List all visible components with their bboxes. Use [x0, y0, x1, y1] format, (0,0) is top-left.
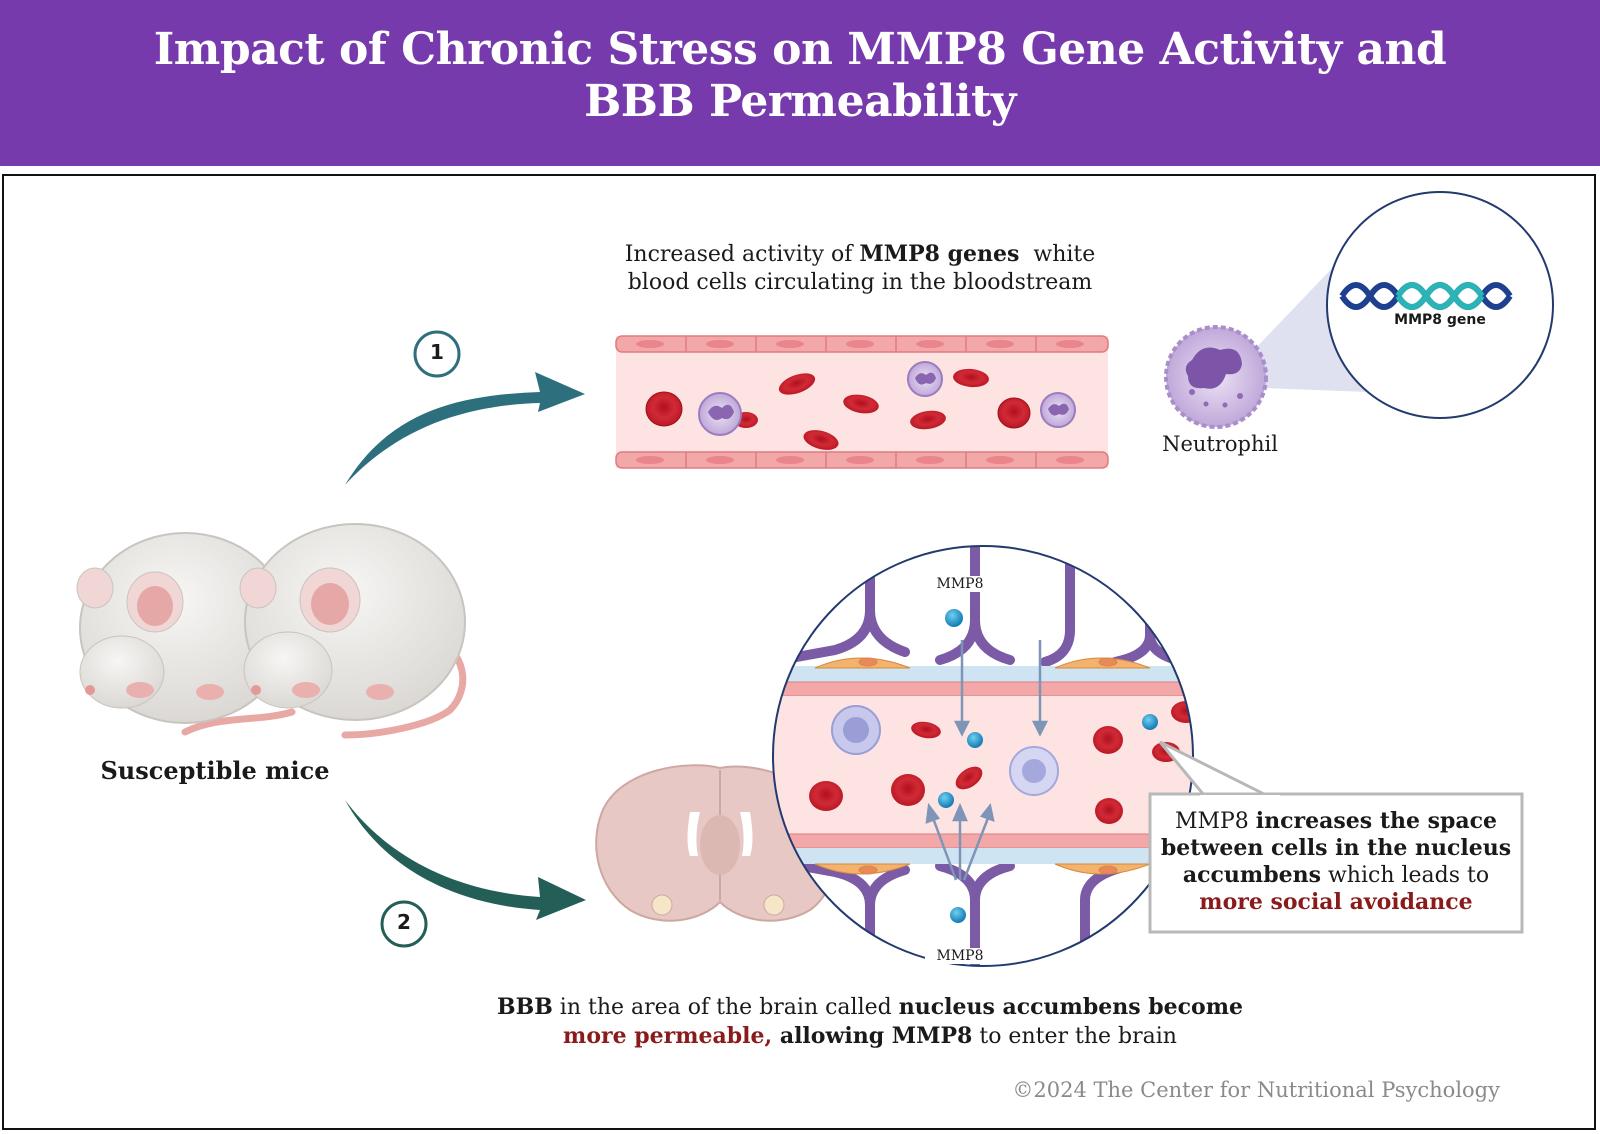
step-2-number: 2 [397, 910, 411, 934]
content-panel [2, 174, 1596, 1130]
step-2-caption-l1b: in the area of the brain called [552, 995, 899, 1020]
step-2-caption: BBB in the area of the brain called nucl… [430, 993, 1310, 1051]
title-banner: Impact of Chronic Stress on MMP8 Gene Ac… [0, 0, 1600, 166]
white-blood-cells [698, 361, 1076, 436]
copyright: ©2024 The Center for Nutritional Psychol… [1012, 1078, 1500, 1102]
callout-l3-a: accumbens [1182, 862, 1321, 888]
callout-l2: between cells in the nucleus [1160, 835, 1512, 861]
bbb-zoom-circle [772, 545, 1194, 967]
gene-label: MMP8 gene [1394, 312, 1486, 328]
callout-text: MMP8 increases the space between cells i… [1156, 808, 1516, 916]
page-title: Impact of Chronic Stress on MMP8 Gene Ac… [153, 24, 1447, 127]
callout-l1-b: increases the space [1255, 808, 1498, 834]
mmp8-label-top: MMP8 [925, 576, 995, 592]
arrow-to-brain [345, 800, 586, 920]
callout-l3-b: which leads to [1320, 863, 1490, 888]
step-1-caption-bold: MMP8 genes [859, 241, 1020, 267]
mmp8-label-bottom: MMP8 [925, 948, 995, 964]
step-2-caption-l1c: nucleus accumbens become [898, 994, 1243, 1020]
step-1-caption-pre: Increased activity of [624, 242, 860, 267]
mice-label: Susceptible mice [100, 756, 330, 785]
step-1-number: 1 [430, 340, 444, 364]
callout-l4: more social avoidance [1199, 889, 1473, 915]
step-1-caption: Increased activity of MMP8 genes white b… [580, 240, 1140, 297]
brain-section-icon [595, 764, 838, 922]
step-2-badge [380, 900, 428, 948]
step-1-caption-post: white [1019, 242, 1096, 267]
callout-l1-a: MMP8 [1174, 809, 1256, 834]
callout-box [1148, 792, 1524, 934]
mice-illustration [76, 523, 467, 739]
step-2-caption-permeable: more permeable, [563, 1023, 773, 1049]
step-1-badge [413, 330, 461, 378]
neutrophil-icon [1164, 325, 1268, 429]
neutrophil-label: Neutrophil [1162, 432, 1278, 456]
step-2-caption-allowing: allowing MMP8 [772, 1023, 973, 1049]
step-1-caption-line2: blood cells circulating in the bloodstre… [627, 270, 1093, 295]
blood-vessel [615, 335, 1109, 469]
step-2-caption-l2c: to enter the brain [972, 1024, 1177, 1049]
dna-helix-icon [1339, 282, 1513, 310]
step-2-caption-bbb: BBB [497, 994, 553, 1020]
arrow-to-bloodstream [345, 372, 585, 485]
